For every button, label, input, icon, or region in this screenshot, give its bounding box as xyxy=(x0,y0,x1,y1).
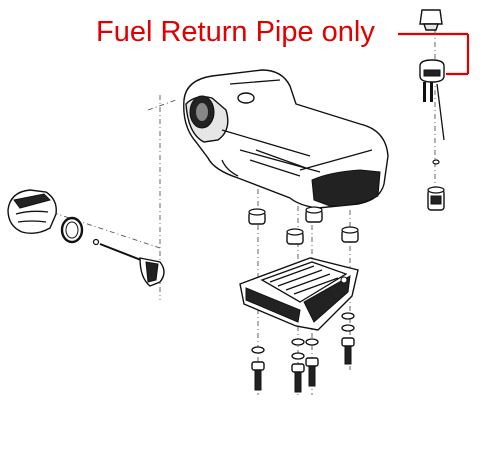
fuel-cap-icon xyxy=(7,189,57,235)
filter-icon xyxy=(427,186,445,211)
rubber-damper-icon xyxy=(248,206,359,245)
bolt-icon xyxy=(251,337,355,393)
washer-icon xyxy=(251,159,440,360)
callout-label: Fuel Return Pipe only xyxy=(96,16,375,48)
tank-mount-bracket-icon xyxy=(239,257,359,331)
o-ring-icon xyxy=(60,216,84,244)
fuel-tank-icon xyxy=(183,69,389,209)
breather-hose-icon xyxy=(92,238,165,287)
callout-connector xyxy=(398,32,470,76)
fuel-return-pipe-icon xyxy=(419,9,445,141)
